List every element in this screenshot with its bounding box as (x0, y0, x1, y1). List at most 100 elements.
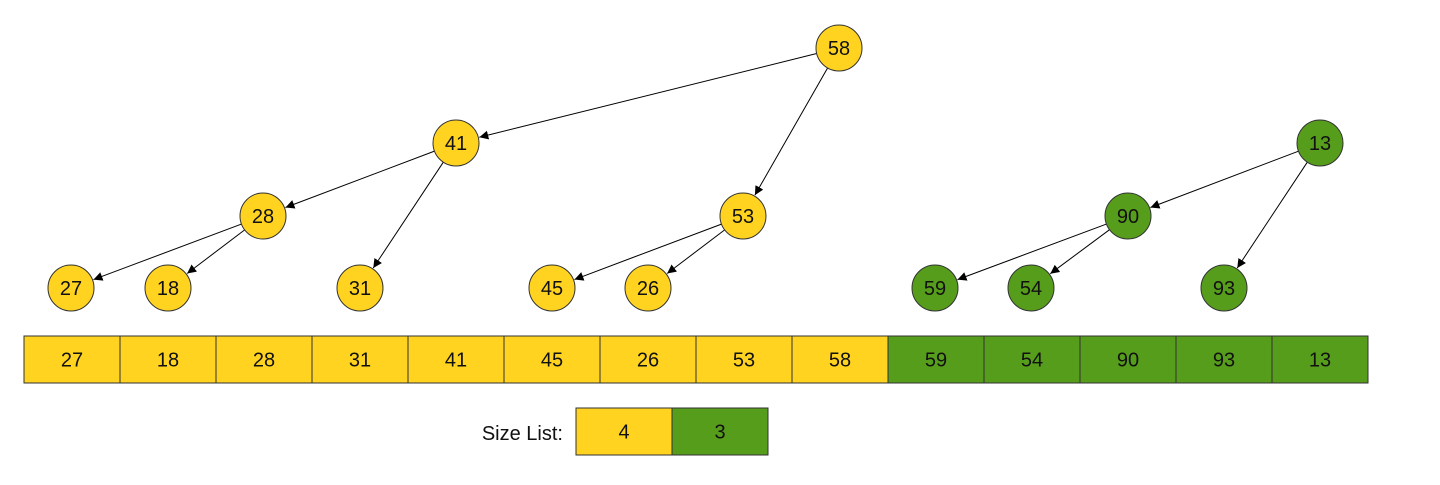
node-circle (528, 264, 576, 312)
tree-nodes: 58 41 53 28 31 45 26 27 18 13 90 93 59 54 (47, 24, 1344, 312)
tree-node: 41 (432, 119, 480, 167)
node-circle (336, 264, 384, 312)
array-cell-value: 26 (637, 350, 659, 372)
edge-arrow (1049, 229, 1110, 275)
node-value: 58 (828, 38, 850, 60)
array-cell-value: 27 (61, 350, 83, 372)
node-circle (239, 192, 287, 240)
tree-node: 18 (144, 264, 192, 312)
node-value: 90 (1117, 206, 1139, 228)
tree-node: 54 (1007, 264, 1055, 312)
node-circle (432, 119, 480, 167)
array-cell: 90 (1079, 335, 1177, 384)
array-cell: 58 (791, 335, 889, 384)
size-cell: 4 (575, 407, 673, 456)
array-cell: 41 (407, 335, 505, 384)
array-cell-value: 45 (541, 350, 563, 372)
array-cell-box (695, 335, 793, 384)
node-value: 54 (1020, 278, 1042, 300)
edge-arrow (666, 229, 725, 274)
array-cell-box (215, 335, 313, 384)
array-cell-value: 28 (253, 350, 275, 372)
node-value: 28 (252, 206, 274, 228)
node-value: 53 (732, 206, 754, 228)
array-cell-value: 59 (925, 350, 947, 372)
size-cell: 3 (671, 407, 769, 456)
edge-arrow (479, 53, 817, 140)
node-value: 93 (1213, 278, 1235, 300)
array-cell-value: 53 (733, 350, 755, 372)
node-circle (624, 264, 672, 312)
node-circle (1200, 264, 1248, 312)
size-cell-value: 4 (618, 422, 629, 444)
node-circle (47, 264, 95, 312)
tree-node: 59 (911, 264, 959, 312)
array-cell-value: 18 (157, 350, 179, 372)
array-cell-box (23, 335, 121, 384)
array-cell-value: 90 (1117, 350, 1139, 372)
array-cell-box (791, 335, 889, 384)
array-cell: 13 (1271, 335, 1369, 384)
node-value: 31 (349, 278, 371, 300)
array-cell-value: 93 (1213, 350, 1235, 372)
array-cell-value: 31 (349, 350, 371, 372)
array-cell-box (119, 335, 217, 384)
array-cell: 45 (503, 335, 601, 384)
array-cell-value: 41 (445, 350, 467, 372)
edge-arrow (372, 161, 444, 269)
edge-arrow (285, 150, 435, 209)
tree-node: 58 (815, 24, 863, 72)
node-circle (1104, 192, 1152, 240)
node-circle (1007, 264, 1055, 312)
node-circle (911, 264, 959, 312)
tree-edges (93, 53, 1308, 281)
value-array: 27 18 28 31 41 45 26 53 58 59 54 90 93 13 (23, 335, 1369, 384)
node-circle (719, 192, 767, 240)
tree-node: 53 (719, 192, 767, 240)
node-circle (815, 24, 863, 72)
edge-arrow (754, 67, 829, 196)
node-value: 59 (924, 278, 946, 300)
node-value: 13 (1309, 133, 1331, 155)
array-cell: 27 (23, 335, 121, 384)
array-cell-value: 13 (1309, 350, 1331, 372)
array-cell-box (407, 335, 505, 384)
size-cell-box (575, 407, 673, 456)
tree-node: 31 (336, 264, 384, 312)
node-value: 41 (445, 133, 467, 155)
node-circle (1296, 119, 1344, 167)
edge-arrow (186, 229, 245, 274)
edge-arrow (93, 223, 242, 281)
tree-node: 26 (624, 264, 672, 312)
array-cell-box (1271, 335, 1369, 384)
tree-node: 90 (1104, 192, 1152, 240)
node-value: 27 (60, 278, 82, 300)
tree-node: 27 (47, 264, 95, 312)
array-cell: 28 (215, 335, 313, 384)
node-value: 45 (541, 278, 563, 300)
tree-node: 13 (1296, 119, 1344, 167)
node-value: 26 (637, 278, 659, 300)
size-cell-box (671, 407, 769, 456)
array-cell: 93 (1175, 335, 1273, 384)
size-list: Size List: 4 3 (482, 407, 769, 456)
array-cell: 26 (599, 335, 697, 384)
array-cell: 53 (695, 335, 793, 384)
edge-arrow (1236, 161, 1308, 269)
array-cell-value: 54 (1021, 350, 1043, 372)
edge-arrow (957, 223, 1107, 281)
size-list-label: Size List: (482, 423, 563, 445)
array-cell-box (311, 335, 409, 384)
tree-node: 28 (239, 192, 287, 240)
array-cell: 18 (119, 335, 217, 384)
edge-arrow (574, 223, 722, 281)
array-cell-value: 58 (829, 350, 851, 372)
edge-arrow (1150, 150, 1299, 209)
array-cell: 31 (311, 335, 409, 384)
tree-node: 45 (528, 264, 576, 312)
array-cell: 54 (983, 335, 1081, 384)
array-cell-box (1079, 335, 1177, 384)
size-cell-value: 3 (714, 422, 725, 444)
